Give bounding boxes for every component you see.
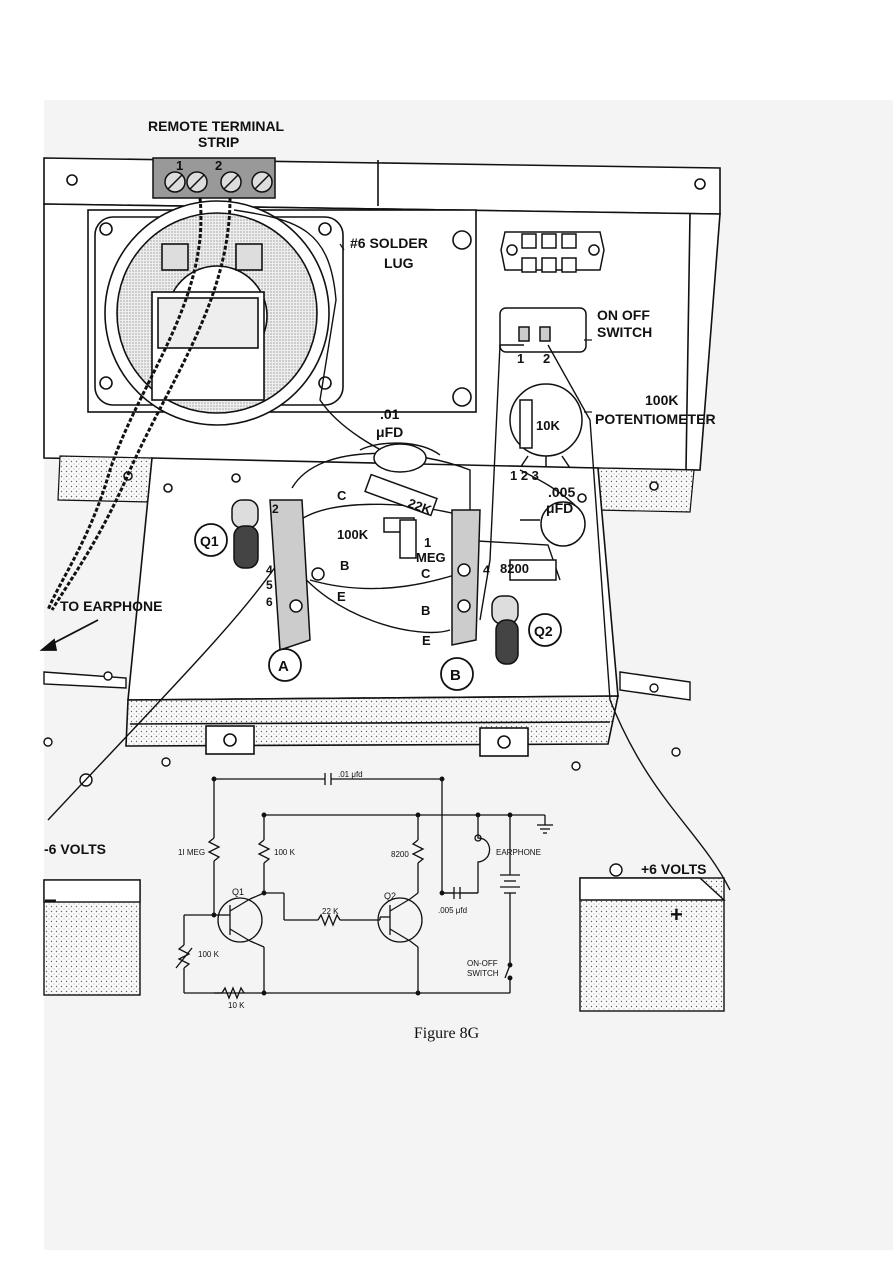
socket-a-pin-4-label: 4: [266, 563, 273, 577]
cap-005-label-2: μFD: [546, 500, 573, 516]
socket-a-label: A: [278, 658, 289, 675]
schematic-1meg-label: 1I MEG: [178, 848, 205, 857]
schematic-switch-label-2: SWITCH: [467, 969, 499, 978]
solder-lug-label-2: LUG: [384, 255, 414, 271]
plus-6-volts-label: +6 VOLTS: [641, 861, 706, 877]
on-off-label-2: SWITCH: [597, 324, 652, 340]
on-off-label-1: ON OFF: [597, 307, 650, 323]
minus-sign: −: [44, 888, 57, 913]
schematic-pot-100k-label: 100 K: [198, 950, 220, 959]
figure-caption: Figure 8G: [413, 1025, 480, 1042]
schematic-100k-label: 100 K: [274, 848, 296, 857]
cap-005-label-1: .005: [548, 484, 575, 500]
resistor-8200-label: 8200: [500, 561, 529, 576]
potentiometer-body-label: 10K: [536, 418, 560, 433]
schematic-8200-label: 8200: [391, 850, 409, 859]
earphone-arrow: [39, 619, 99, 651]
socket-a-collector-label: C: [337, 488, 347, 503]
terminal-1-label: 1: [176, 158, 183, 173]
schematic: [175, 773, 553, 1000]
socket-a-pin-2-label: 2: [272, 502, 279, 516]
circled-markers: [194, 523, 562, 691]
schematic-cap-005-label: .005 μfd: [438, 906, 467, 915]
upper-socket: [500, 231, 605, 273]
remote-terminal-strip: [152, 157, 276, 199]
cap-01-label-1: .01: [380, 406, 400, 422]
socket-a-emitter-label: E: [337, 589, 346, 604]
schematic-switch-label-1: ON-OFF: [467, 959, 498, 968]
terminal-2-label: 2: [215, 158, 222, 173]
speaker-assembly: [87, 200, 477, 426]
socket-b-base-label: B: [421, 603, 430, 618]
socket-a-base-label: B: [340, 558, 349, 573]
plus-sign: +: [670, 902, 683, 927]
socket-a-pin-5-label: 5: [266, 578, 273, 592]
switch-pin-2-label: 2: [543, 351, 550, 366]
socket-a-pin-6-label: 6: [266, 595, 273, 609]
schematic-earphone-label: EARPHONE: [496, 848, 541, 857]
schematic-10k-label: 10 K: [228, 1001, 245, 1010]
switch-pin-1-label: 1: [517, 351, 524, 366]
leader-lines: [339, 243, 592, 413]
to-earphone-label: TO EARPHONE: [60, 598, 162, 614]
resistor-1meg-label-2: MEG: [416, 550, 446, 565]
socket-b-pin-4-label: 4: [483, 563, 490, 577]
socket-b-emitter-label: E: [422, 633, 431, 648]
remote-strip-label-2: STRIP: [198, 134, 239, 150]
on-off-switch: [499, 307, 587, 353]
potentiometer: [509, 383, 583, 470]
minus-6-volts-label: -6 VOLTS: [44, 841, 106, 857]
schematic-22k-label: 22 K: [322, 907, 339, 916]
schematic-q1-label: Q1: [232, 887, 244, 897]
potentiometer-label-2: POTENTIOMETER: [595, 411, 716, 427]
main-board: [123, 457, 659, 757]
resistor-100k-label: 100K: [337, 527, 369, 542]
schematic-q2-label: Q2: [384, 891, 396, 901]
socket-b-collector-label: C: [421, 566, 431, 581]
potentiometer-label-1: 100K: [645, 392, 678, 408]
socket-b-label: B: [450, 667, 461, 684]
side-strips: [57, 455, 695, 513]
resistor-1meg-label-1: 1: [424, 535, 431, 550]
potentiometer-pins-label: 1 2 3: [510, 468, 539, 483]
solder-lug-label-1: #6 SOLDER: [350, 235, 428, 251]
q2-label: Q2: [534, 623, 553, 639]
remote-strip-label-1: REMOTE TERMINAL: [148, 118, 285, 134]
schematic-cap-01-label: .01 μfd: [338, 770, 363, 779]
cap-01-label-2: μFD: [376, 424, 403, 440]
board-components: [231, 443, 586, 665]
battery-blocks: [43, 877, 726, 1012]
q1-label: Q1: [200, 533, 219, 549]
